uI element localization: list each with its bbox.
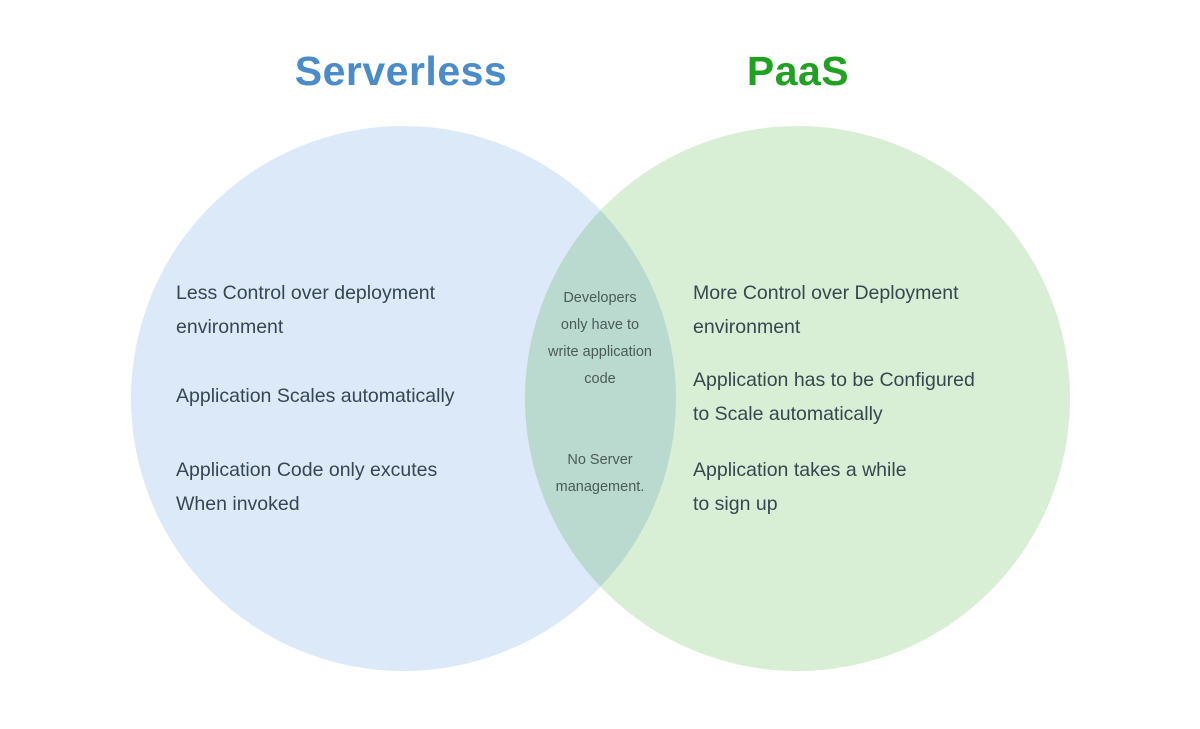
- paas-circle: [525, 126, 1070, 671]
- list-item-line: No Server: [567, 452, 633, 468]
- list-item-line: Developers: [563, 290, 637, 306]
- serverless-item-execution: Application Code only excutes When invok…: [176, 453, 546, 521]
- list-item-line: to sign up: [693, 493, 778, 515]
- list-item-line: Application takes a while: [693, 459, 907, 481]
- list-item-line: only have to: [560, 317, 640, 333]
- list-item-line: Application Scales automatically: [176, 385, 455, 407]
- paas-item-control: More Control over Deployment environment: [693, 276, 1073, 344]
- list-item-line: to Scale automatically: [693, 403, 883, 425]
- shared-item-no-server: No Server management.: [520, 447, 680, 501]
- list-item-line: write application: [548, 344, 652, 360]
- list-item-line: environment: [693, 316, 801, 338]
- paas-item-signup: Application takes a while to sign up: [693, 453, 1073, 521]
- list-item-line: code: [584, 371, 616, 387]
- list-item-line: Application has to be Configured: [693, 369, 975, 391]
- paas-item-scaling: Application has to be Configured to Scal…: [693, 363, 1073, 431]
- shared-item-code-only: Developers only have to write applicatio…: [520, 285, 680, 393]
- serverless-item-scaling: Application Scales automatically: [176, 379, 546, 413]
- list-item-line: More Control over Deployment: [693, 282, 959, 304]
- list-item-line: environment: [176, 316, 284, 338]
- serverless-item-control: Less Control over deployment environment: [176, 276, 546, 344]
- paas-title: PaaS: [746, 48, 850, 94]
- list-item-line: Less Control over deployment: [176, 282, 436, 304]
- list-item-line: management.: [555, 479, 645, 495]
- serverless-title: Serverless: [294, 48, 508, 94]
- list-item-line: Application Code only excutes: [176, 459, 438, 481]
- list-item-line: When invoked: [176, 493, 300, 515]
